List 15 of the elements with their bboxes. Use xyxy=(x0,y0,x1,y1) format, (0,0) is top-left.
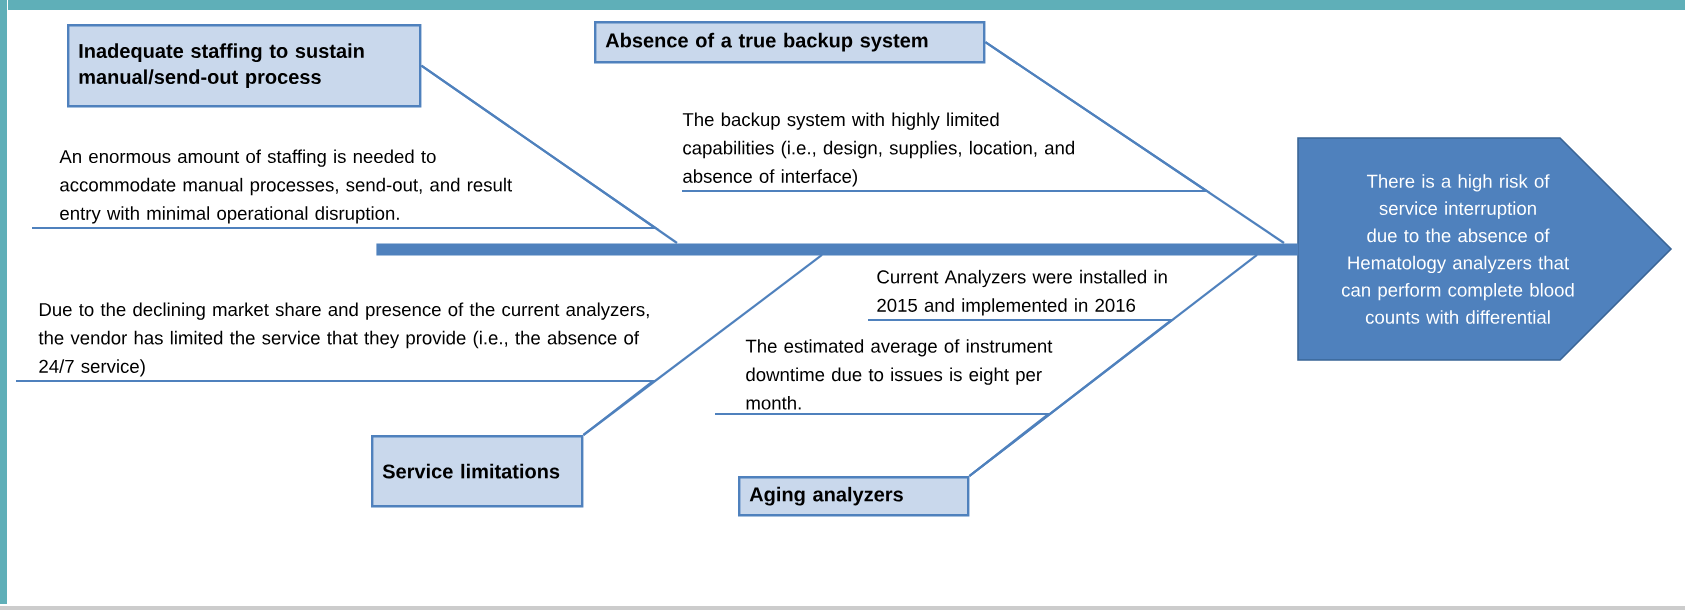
cause-description: An enormous amount of staffing is needed to accommodate manual processes, send-out, and result entry with minimal operational disruption. xyxy=(59,149,512,224)
cause-description: The backup system with highly limited capabilities (i.e., design, supplies, location, and absence of interface) xyxy=(682,112,1075,187)
branch-line xyxy=(715,412,1052,477)
branch-line xyxy=(32,64,659,230)
cause-description: Current Analyzers were installed in 2015 and implemented in 2016 xyxy=(877,269,1167,316)
cause-box: Inadequate staffing to sustain manual/send-out process xyxy=(67,24,422,108)
cause-box: Absence of a true backup system xyxy=(594,21,986,64)
cause-box: Service limitations xyxy=(371,435,584,508)
branch-line xyxy=(16,379,657,436)
cause-description: Due to the declining market share and presence of the current analyzers, the vendor has limited the service that they provide (i.e., the absence of 24/7 service) xyxy=(38,302,649,377)
effect-pentagon: There is a high risk of service interruption due to the absence of Hematology analyzers that can perform complete blood counts with differential xyxy=(1297,137,1673,361)
cause-box: Aging analyzers xyxy=(738,476,970,517)
cause-description: The estimated average of instrument downtime due to issues is eight per month. xyxy=(745,339,1053,410)
spine-bar xyxy=(376,243,1299,256)
branch-line xyxy=(682,41,1211,193)
